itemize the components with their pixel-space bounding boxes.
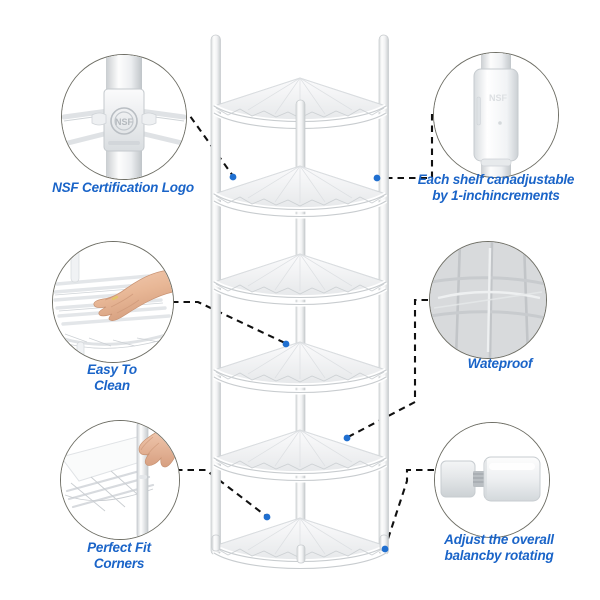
callout-label-waterproof: Wateproof bbox=[467, 356, 533, 371]
callout-label-adjust-balance: Adjust the overall balancby rotating bbox=[444, 532, 554, 563]
callout-label-easy-to-clean: Easy To Clean bbox=[87, 362, 137, 393]
foot-center bbox=[296, 544, 306, 564]
shelf-tier-4 bbox=[213, 342, 387, 393]
shelf-tier-5 bbox=[213, 430, 387, 481]
hand-wipe-icon bbox=[52, 241, 174, 363]
post-collar-icon: NSF bbox=[61, 54, 187, 180]
callout-label-shelf-adjustable: Each shelf canadjustable by 1-inchincrem… bbox=[417, 172, 575, 203]
foot-right bbox=[379, 534, 389, 552]
corner-fit-icon bbox=[60, 420, 180, 540]
foot-left bbox=[211, 534, 221, 552]
wire-mesh-icon bbox=[429, 241, 547, 359]
leveling-foot-icon bbox=[434, 422, 550, 538]
shelf-tier-3 bbox=[213, 254, 387, 305]
svg-text:NSF: NSF bbox=[115, 117, 134, 127]
callout-label-perfect-fit-corners: Perfect Fit Corners bbox=[87, 540, 151, 571]
split-sleeve-icon: NSF bbox=[433, 52, 559, 178]
svg-text:NSF: NSF bbox=[489, 93, 508, 103]
callout-label-nsf-certification-logo: NSF Certification Logo bbox=[52, 180, 194, 195]
shelf-tier-2 bbox=[213, 166, 387, 217]
